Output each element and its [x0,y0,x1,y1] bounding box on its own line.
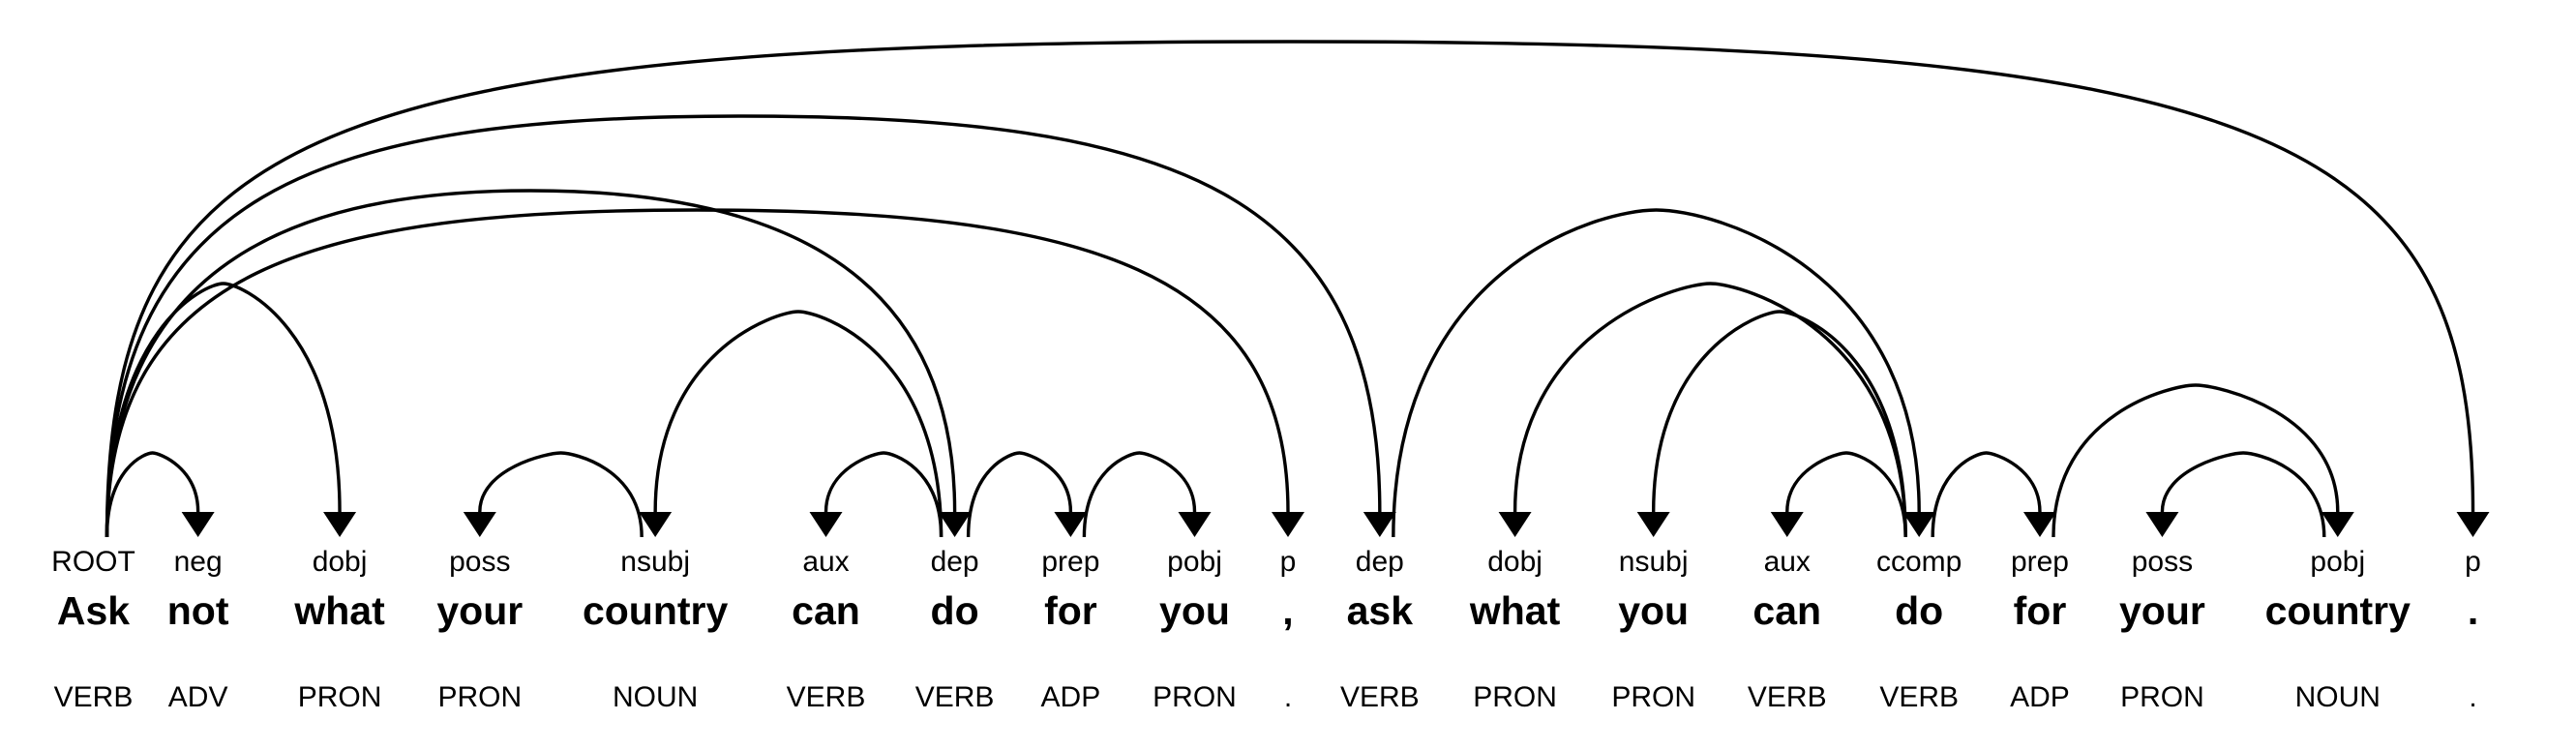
dep-label-12: nsubj [1619,546,1689,578]
arrow-head-p [2456,512,2490,537]
arrow-head-aux [809,512,843,537]
pos-tag-12: PRON [1611,681,1695,713]
arrow-head-dep [938,512,972,537]
dep-label-2: dobj [313,546,368,578]
dep-label-10: dep [1356,546,1404,578]
arrow-head-pobj [1178,512,1212,537]
word-3: your [436,588,523,633]
word-13: can [1752,588,1821,633]
dependency-arc-nsubj [1651,310,1907,538]
dependency-arc-ccomp [1392,208,1921,538]
word-0: Ask [57,588,130,633]
dependency-labels-group: ROOT neg dobj poss nsubj aux dep prep pobj p dep do… [51,546,2481,578]
dependency-arc-dep [105,189,957,538]
pos-tag-18: . [2469,681,2476,713]
pos-tag-0: VERB [54,681,134,713]
dep-label-14: ccomp [1876,546,1962,578]
word-12: you [1618,588,1689,633]
pos-tag-3: PRON [437,681,522,713]
word-11: what [1469,588,1561,633]
dependency-arc-poss [478,451,644,538]
arrow-head-prep [2022,512,2056,537]
pos-tag-8: PRON [1153,681,1237,713]
dependency-arc-dep [105,114,1382,538]
dep-label-15: prep [2011,546,2069,578]
word-14: do [1895,588,1943,633]
word-9: , [1282,588,1293,633]
word-10: ask [1347,588,1414,633]
arrow-head-neg [181,512,215,537]
word-18: . [2468,588,2478,633]
pos-tag-13: VERB [1748,681,1827,713]
word-16: your [2119,588,2205,633]
dependency-arc-nsubj [653,310,944,538]
arrow-head-aux [1770,512,1804,537]
pos-tag-1: ADV [168,681,228,713]
pos-tag-4: NOUN [613,681,698,713]
pos-tag-14: VERB [1879,681,1959,713]
dep-label-8: pobj [1167,546,1222,578]
pos-tag-9: . [1284,681,1292,713]
dep-label-9: p [1280,546,1297,578]
pos-tag-11: PRON [1473,681,1557,713]
dep-label-6: dep [931,546,979,578]
dependency-arc-aux [824,451,944,538]
dependency-arc-p [105,40,2475,538]
arrow-head-prep [1054,512,1088,537]
arrow-head-poss [463,512,496,537]
word-8: you [1159,588,1230,633]
arrow-head-poss [2145,512,2179,537]
pos-tag-15: ADP [2010,681,2070,713]
dep-label-4: nsubj [620,546,690,578]
dependency-arc-dobj [1513,282,1907,538]
word-15: for [2014,588,2067,633]
dependency-arc-poss [2160,451,2326,538]
pos-tag-5: VERB [787,681,866,713]
arrow-head-nsubj [639,512,673,537]
arrow-head-p [1272,512,1304,537]
dep-label-5: aux [802,546,849,578]
arrow-head-dobj [1498,512,1532,537]
dep-label-1: neg [174,546,223,578]
dependency-arc-p [105,208,1290,538]
dependency-arc-prep [1931,451,2042,538]
dep-label-3: poss [449,546,510,578]
dep-label-11: dobj [1487,546,1543,578]
arrow-head-dep [1363,512,1396,537]
arrow-head-ccomp [1902,512,1936,537]
arrow-head-pobj [2321,512,2354,537]
word-6: do [931,588,979,633]
word-2: what [293,588,385,633]
word-4: country [583,588,729,633]
dependency-arc-pobj [1082,451,1197,538]
pos-tag-17: NOUN [2295,681,2381,713]
pos-tag-2: PRON [298,681,382,713]
word-17: country [2265,588,2411,633]
dep-label-13: aux [1764,546,1811,578]
arcs-group [105,40,2490,538]
dep-label-7: prep [1041,546,1099,578]
dep-label-18: p [2465,546,2481,578]
dependency-arc-aux [1785,451,1907,538]
pos-tag-16: PRON [2120,681,2204,713]
dep-label-16: poss [2132,546,2193,578]
word-5: can [792,588,860,633]
pos-tag-10: VERB [1340,681,1420,713]
dep-label-0: ROOT [51,546,135,578]
dependency-arc-pobj [2052,383,2340,538]
dependency-arc-neg [105,451,200,538]
word-1: not [167,588,229,633]
arrow-head-nsubj [1636,512,1670,537]
pos-tag-7: ADP [1041,681,1101,713]
dep-label-17: pobj [2310,546,2365,578]
dependency-arc-prep [966,451,1073,538]
arrow-head-dobj [323,512,357,537]
word-7: for [1044,588,1097,633]
dependency-arc-dobj [105,282,342,538]
pos-tag-6: VERB [915,681,995,713]
pos-tags-group: VERB ADV PRON PRON NOUN VERB VERB ADP PRON. VERB P… [54,681,2477,713]
